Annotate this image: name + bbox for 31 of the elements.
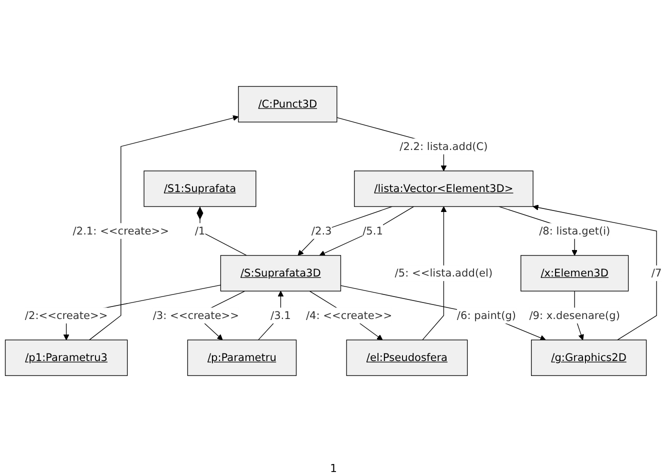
- arrow: [340, 285, 546, 341]
- edge-label: /1: [194, 224, 206, 237]
- node-box: /p:Parametru: [187, 340, 297, 376]
- edge-label: /7: [651, 266, 662, 280]
- node-box: /g:Graphics2D: [531, 340, 647, 376]
- arrow: [298, 206, 393, 256]
- edge-label: /9: x.desenare(g): [529, 308, 620, 322]
- edge-label: /5: <<lista.add(el): [394, 266, 493, 280]
- edge-label: /3.1: [270, 308, 291, 322]
- multiplicity-label: 1: [330, 462, 337, 475]
- node-box: /S1:Suprafata: [144, 170, 256, 207]
- arrow: [89, 115, 239, 340]
- connector: [196, 206, 247, 256]
- edge-label: /2:<<create>>: [24, 308, 108, 322]
- edge-label: /2.1: <<create>>: [72, 224, 170, 237]
- edge-label: /5.1: [362, 224, 383, 237]
- node-box: /lista:Vector<Element3D>: [354, 170, 534, 207]
- node-box: /x:Elemen3D: [520, 255, 629, 292]
- arrow: [422, 206, 447, 340]
- edge-label: /4: <<create>>: [306, 308, 392, 322]
- node-box: /S:Suprafata3D: [220, 255, 342, 292]
- edge-label: /8: lista.get(i): [539, 224, 610, 237]
- arrow: [319, 206, 414, 256]
- node-box: /C:Punct3D: [238, 86, 338, 122]
- arrow: [258, 290, 284, 340]
- edge-label: /3: <<create>>: [152, 308, 239, 322]
- node-box: /p1:Parametru3: [4, 340, 128, 376]
- edge-label: /2.2: lista.add(C): [400, 140, 488, 152]
- node-box: /el:Pseudosfera: [346, 340, 468, 376]
- edge-label: /6: paint(g): [456, 308, 516, 322]
- edge-label: /2.3: [311, 224, 332, 237]
